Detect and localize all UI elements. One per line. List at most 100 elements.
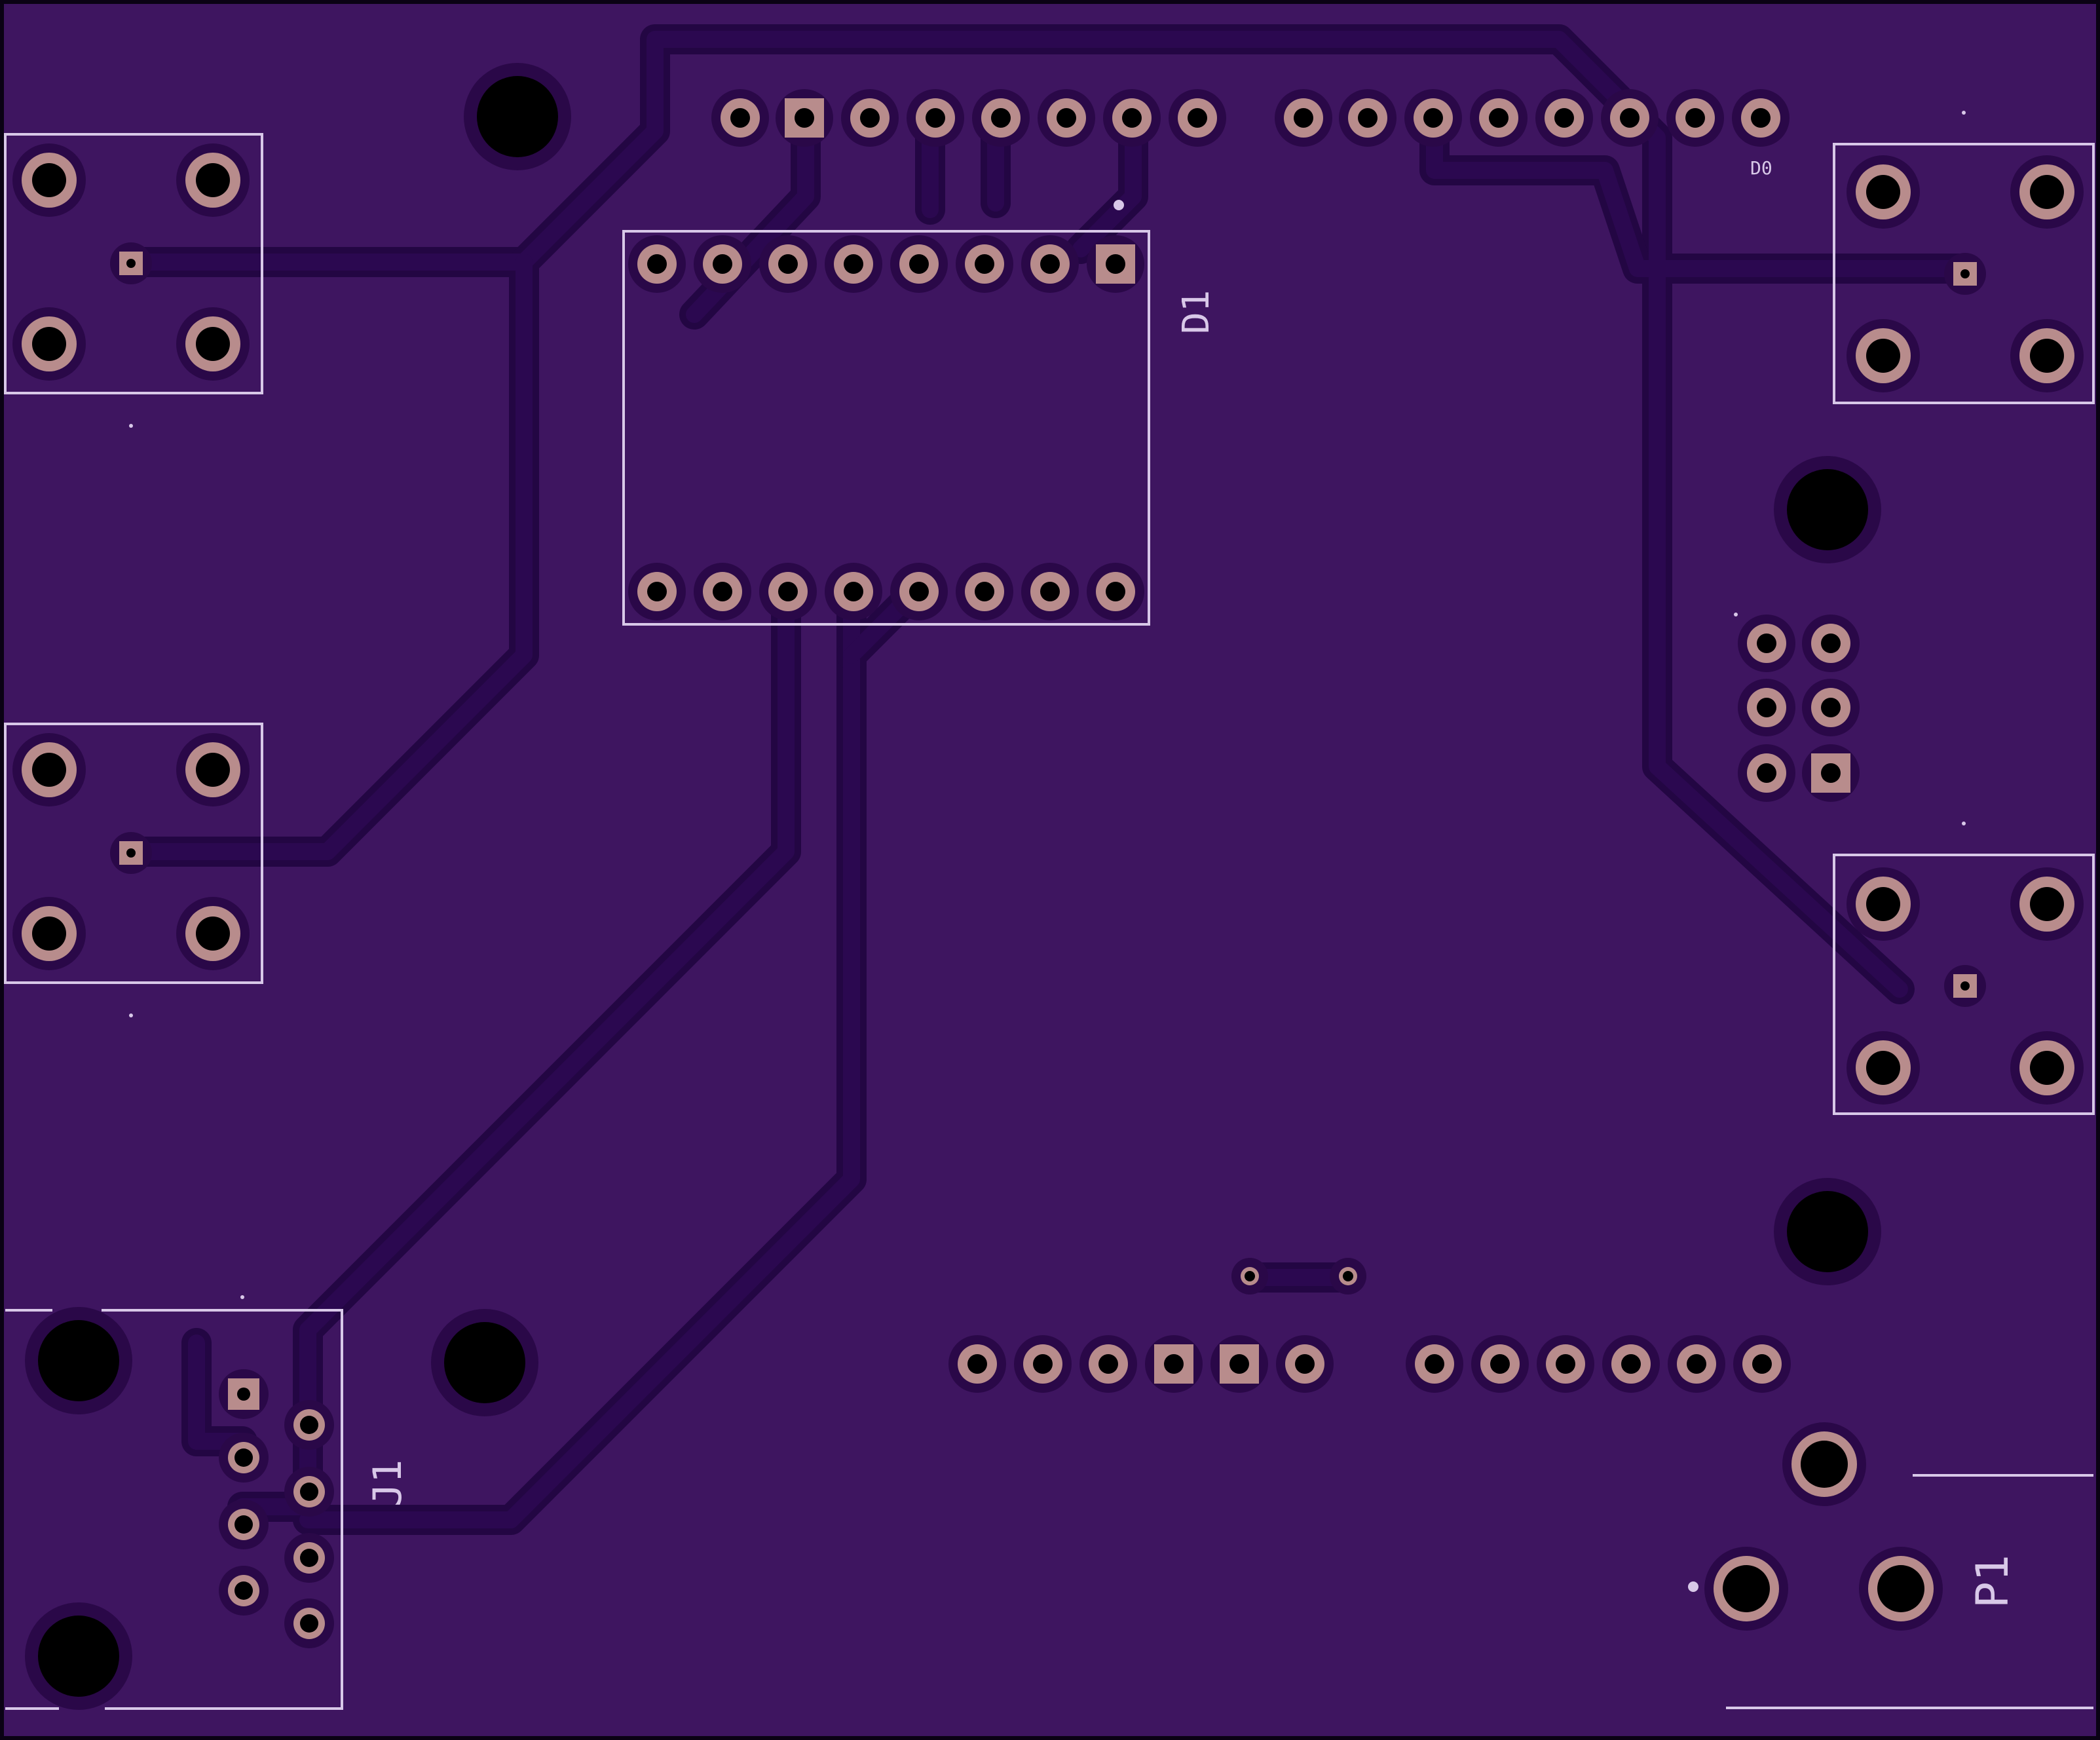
- j1-pad: [219, 1433, 269, 1483]
- header-pad: [1602, 1335, 1660, 1393]
- header-pad: [1732, 89, 1790, 147]
- header-pad: [1145, 1335, 1203, 1393]
- switch-signal-pad: [1944, 253, 1986, 295]
- header-pad: [1802, 744, 1860, 802]
- via: [1330, 1258, 1366, 1295]
- switch-pad: [1847, 1031, 1920, 1105]
- switch-outline-mid-left: [4, 723, 263, 984]
- silk-dots: [129, 111, 1966, 1592]
- j1-pad: [284, 1533, 334, 1583]
- header-pad: [1169, 89, 1226, 147]
- silk-dot: [240, 1295, 244, 1299]
- silk-dot: [1734, 613, 1738, 616]
- switch-signal-pad: [110, 832, 152, 874]
- d1-pad: [694, 563, 751, 620]
- switch-pad: [176, 307, 250, 381]
- d1-pad: [694, 235, 751, 293]
- d1-pad: [1087, 563, 1144, 620]
- header-pad: [1275, 89, 1332, 147]
- header-pad: [1276, 1335, 1334, 1393]
- header-pad: [907, 89, 964, 147]
- p1-pad: [1704, 1547, 1788, 1631]
- j1-pad: [219, 1566, 269, 1616]
- switch-pad: [2010, 155, 2084, 229]
- designators: D1 D0 J1 P1: [365, 157, 2019, 1608]
- d1-outline: [622, 230, 1150, 626]
- j1-pad: [219, 1369, 269, 1419]
- switch-pad: [12, 897, 86, 970]
- header-pad: [1210, 1335, 1268, 1393]
- switch-outline-top-left: [4, 133, 263, 394]
- mounting-hole: [38, 1320, 119, 1401]
- j1-outline: [5, 1309, 343, 1710]
- header-pad: [1038, 89, 1095, 147]
- silk-dot: [129, 1013, 133, 1017]
- header-pad: [948, 1335, 1006, 1393]
- d1-pad: [825, 235, 882, 293]
- switch-pad: [12, 143, 86, 217]
- p1-pad: [1782, 1422, 1866, 1506]
- p1-outline: [1726, 1474, 2093, 1709]
- switch-pad: [176, 733, 250, 806]
- header-pad: [1802, 615, 1860, 672]
- switch-pad: [1847, 319, 1920, 392]
- header-pad: [1733, 1335, 1791, 1393]
- switch-outline-mid-right: [1833, 854, 2095, 1115]
- mounting-hole: [477, 76, 558, 157]
- mounting-hole: [38, 1616, 119, 1697]
- d1-pad: [890, 563, 948, 620]
- switch-pad: [2010, 319, 2084, 392]
- d1-pad: [956, 235, 1013, 293]
- label-j1: J1: [365, 1460, 411, 1507]
- switch-pad: [1847, 867, 1920, 941]
- d1-pad: [759, 563, 817, 620]
- header-pad: [1470, 89, 1528, 147]
- mounting-holes: [25, 63, 1881, 1710]
- d1-pad: [1021, 235, 1079, 293]
- j1-pad: [219, 1500, 269, 1549]
- pin1-dot: [1114, 200, 1124, 210]
- header-pad: [1738, 615, 1795, 672]
- label-d1: D1: [1175, 290, 1218, 334]
- d1-pad: [890, 235, 948, 293]
- d1-pad: [825, 563, 882, 620]
- switch-signal-pad: [1944, 965, 1986, 1007]
- header-pad: [1079, 1335, 1137, 1393]
- pin1-dot: [1688, 1581, 1698, 1592]
- switch-pad: [176, 143, 250, 217]
- switch-pad: [1847, 155, 1920, 229]
- switch-outline-top-right: [1833, 143, 2095, 404]
- header-pad: [1404, 89, 1462, 147]
- switch-pad: [176, 897, 250, 970]
- silk-dot: [129, 424, 133, 428]
- header-pad: [972, 89, 1030, 147]
- header-pad: [711, 89, 769, 147]
- header-pad: [1103, 89, 1161, 147]
- header-pad: [1537, 1335, 1594, 1393]
- p1-pad: [1859, 1547, 1943, 1631]
- header-pad: [841, 89, 899, 147]
- header-pad: [776, 89, 833, 147]
- mounting-hole: [1787, 1191, 1868, 1272]
- d1-pad: [628, 235, 686, 293]
- switch-pad: [12, 307, 86, 381]
- d1-pad: [628, 563, 686, 620]
- label-d0: D0: [1750, 157, 1772, 179]
- silk-dot: [1962, 822, 1966, 825]
- header-pad: [1601, 89, 1659, 147]
- header-pad: [1471, 1335, 1529, 1393]
- j1-pad: [284, 1400, 334, 1450]
- d1-pad: [1087, 235, 1144, 293]
- header-pad: [1802, 679, 1860, 736]
- header-pad: [1738, 679, 1795, 736]
- silk-dot: [1962, 111, 1966, 115]
- d1-pad: [956, 563, 1013, 620]
- d1-pad: [759, 235, 817, 293]
- header-pad: [1668, 1335, 1725, 1393]
- switch-pad: [2010, 867, 2084, 941]
- mounting-hole: [1787, 469, 1868, 550]
- j1-pad: [284, 1467, 334, 1517]
- mounting-hole: [444, 1322, 525, 1403]
- header-pad: [1339, 89, 1397, 147]
